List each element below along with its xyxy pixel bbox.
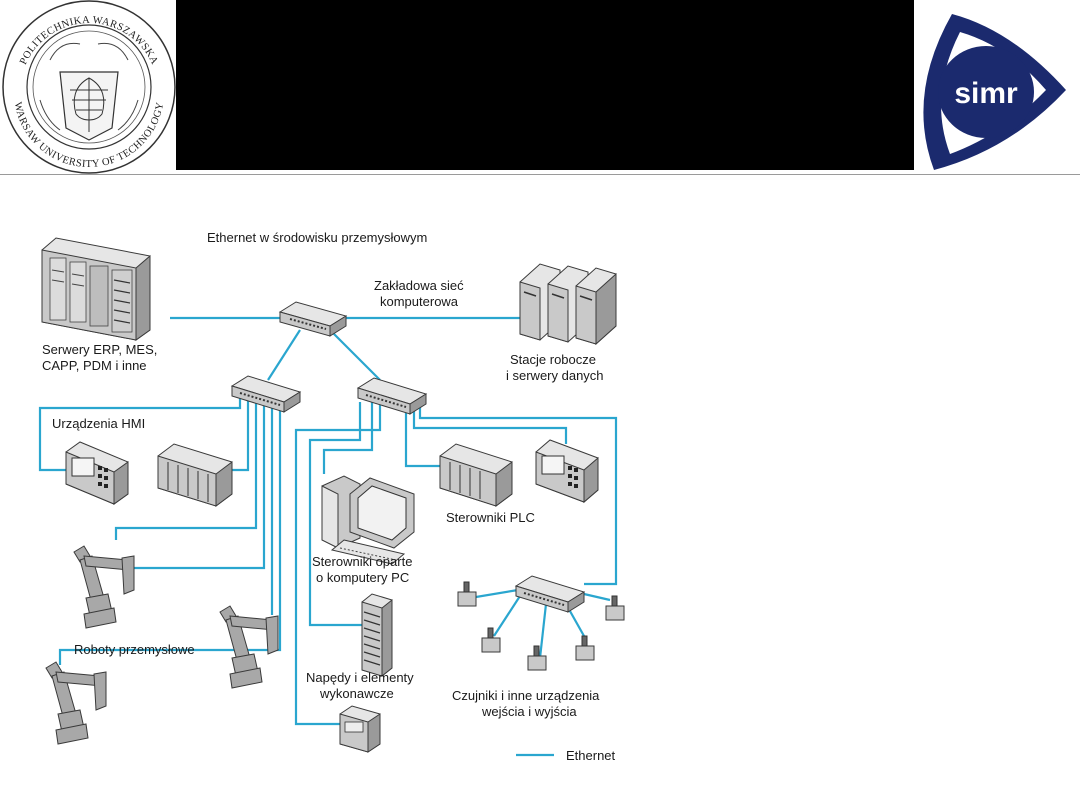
label-pc-controllers-line1: Sterowniki oparte bbox=[312, 554, 412, 569]
label-sensors-line2: wejścia i wyjścia bbox=[481, 704, 577, 719]
main-network-switch bbox=[278, 301, 348, 337]
right-network-switch bbox=[356, 377, 428, 415]
label-plc: Sterowniki PLC bbox=[446, 510, 535, 525]
label-sensors-line1: Czujniki i inne urządzenia bbox=[452, 688, 600, 703]
plc-rack-left bbox=[157, 443, 233, 507]
sensor-4 bbox=[575, 635, 595, 661]
label-servers-line1: Serwery ERP, MES, bbox=[42, 342, 157, 357]
simr-logo-text: simr bbox=[954, 77, 1018, 110]
warsaw-university-seal-icon: POLITECHNIKA WARSZAWSKA WARSAW UNIVERSIT… bbox=[2, 0, 176, 174]
sensor-1 bbox=[457, 581, 477, 607]
left-network-switch bbox=[230, 375, 302, 413]
legend: Ethernet bbox=[516, 748, 616, 763]
ethernet-cables bbox=[38, 316, 618, 726]
label-servers-line2: CAPP, PDM i inne bbox=[42, 358, 147, 373]
pc-controller bbox=[321, 475, 415, 565]
sensor-5 bbox=[605, 595, 625, 621]
label-hmi: Urządzenia HMI bbox=[52, 416, 145, 431]
industrial-robot-3 bbox=[45, 661, 107, 745]
sensor-3 bbox=[527, 645, 547, 671]
hmi-panel-right bbox=[535, 439, 599, 504]
legend-ethernet-label: Ethernet bbox=[566, 748, 616, 763]
header-divider bbox=[0, 174, 1080, 175]
label-robots: Roboty przemysłowe bbox=[74, 642, 195, 657]
label-drives-line2: wykonawcze bbox=[319, 686, 394, 701]
industrial-robot-2 bbox=[219, 605, 279, 689]
plc-rack-right bbox=[439, 443, 513, 507]
io-switch-hub bbox=[514, 575, 586, 613]
industrial-robot-1 bbox=[73, 545, 135, 629]
label-workstations-line2: i serwery danych bbox=[506, 368, 604, 383]
label-workstations-line1: Stacje robocze bbox=[510, 352, 596, 367]
label-drives-line1: Napędy i elementy bbox=[306, 670, 414, 685]
label-pc-controllers-line2: o komputery PC bbox=[316, 570, 409, 585]
drive-unit bbox=[339, 705, 381, 753]
sensor-2 bbox=[481, 627, 501, 653]
simr-logo-icon: simr bbox=[923, 14, 1066, 170]
label-plant-network-line2: komputerowa bbox=[380, 294, 459, 309]
header-bar bbox=[176, 0, 914, 170]
erp-mes-servers bbox=[41, 237, 151, 341]
hmi-panel-device bbox=[65, 441, 129, 505]
label-plant-network-line1: Zakładowa sieć bbox=[374, 278, 464, 293]
drive-cabinet bbox=[361, 593, 393, 678]
workstations-data-servers bbox=[519, 263, 617, 346]
diagram-title: Ethernet w środowisku przemysłowym bbox=[207, 230, 427, 245]
